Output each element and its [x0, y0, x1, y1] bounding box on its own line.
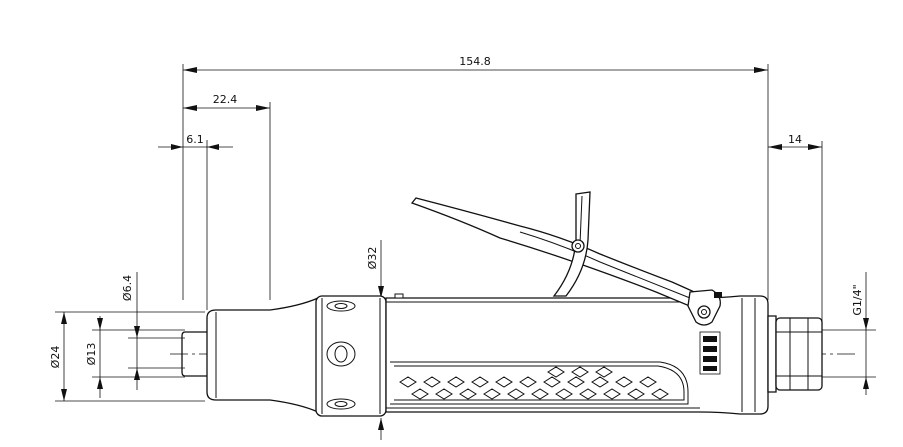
diamond-grip-pattern	[399, 366, 669, 400]
lever-pivot	[571, 239, 585, 253]
throttle-lever	[410, 191, 722, 326]
dim-label-collet-offset: 22.4	[213, 93, 238, 106]
air-inlet-fitting	[767, 315, 823, 393]
vent-slot	[326, 398, 356, 410]
dimension-nose-diameter-small: Ø13	[85, 316, 185, 398]
dimension-nose-diameter-large: Ø24	[49, 311, 205, 402]
main-housing	[385, 295, 769, 415]
brand-logo-icon	[699, 331, 721, 375]
vent-slot	[326, 300, 356, 312]
dimension-nose-length: 6.1	[158, 133, 233, 310]
dimension-inlet-length: 14	[768, 133, 823, 325]
grip-inset	[390, 361, 689, 405]
dim-label-nose-diameter-small: Ø13	[85, 343, 98, 366]
housing-pin	[394, 293, 404, 299]
nose-cone	[206, 297, 319, 413]
dimension-collet-diameter: Ø6.4	[121, 272, 185, 390]
dim-label-nose-length: 6.1	[186, 133, 204, 146]
collet-shaft	[181, 331, 207, 377]
collar-ring	[315, 295, 387, 417]
dimension-overall-length: 154.8	[182, 55, 769, 300]
grinder-body	[181, 191, 823, 417]
vent-slot	[326, 341, 356, 367]
dim-label-housing-diameter: Ø32	[366, 247, 379, 270]
dim-label-collet-diameter: Ø6.4	[121, 275, 134, 301]
dim-label-inlet-length: 14	[788, 133, 802, 146]
dimension-housing-diameter: Ø32	[366, 240, 384, 440]
dim-label-nose-diameter-large: Ø24	[49, 346, 62, 369]
dimension-inlet-thread: G1/4"	[822, 272, 876, 395]
dim-label-inlet-thread: G1/4"	[851, 284, 864, 315]
dimension-collet-offset: 22.4	[183, 93, 271, 300]
dim-label-overall-length: 154.8	[459, 55, 491, 68]
